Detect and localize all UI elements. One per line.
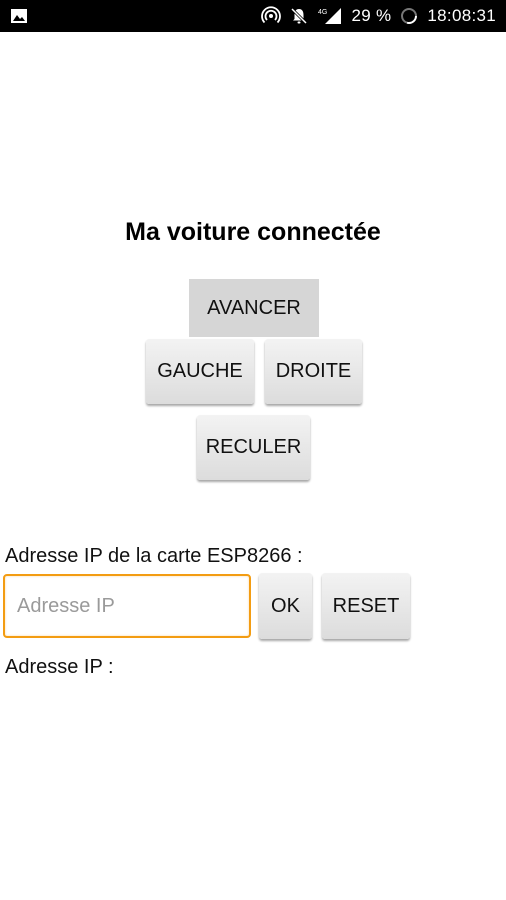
signal-icon: 4G: [317, 6, 343, 26]
notifications-off-icon: [289, 6, 309, 26]
reset-button[interactable]: RESET: [322, 573, 410, 639]
image-icon: [10, 7, 28, 25]
forward-button[interactable]: AVANCER: [189, 279, 319, 337]
ip-address-label: Adresse IP :: [5, 656, 114, 678]
ip-address-input[interactable]: [3, 574, 251, 638]
network-type-label: 4G: [318, 9, 327, 16]
battery-percentage: 29 %: [351, 6, 392, 25]
status-icons: 4G 29 % 18:08:31: [261, 0, 496, 32]
ip-card-label: Adresse IP de la carte ESP8266 :: [5, 545, 303, 567]
left-button[interactable]: GAUCHE: [146, 339, 254, 404]
battery-icon: [399, 6, 419, 26]
ok-button[interactable]: OK: [259, 573, 312, 639]
hotspot-icon: [261, 6, 282, 26]
clock: 18:08:31: [427, 6, 496, 25]
page-title: Ma voiture connectée: [125, 218, 381, 246]
status-bar: 4G 29 % 18:08:31: [0, 0, 506, 32]
backward-button[interactable]: RECULER: [197, 415, 310, 480]
right-button[interactable]: DROITE: [265, 339, 362, 404]
